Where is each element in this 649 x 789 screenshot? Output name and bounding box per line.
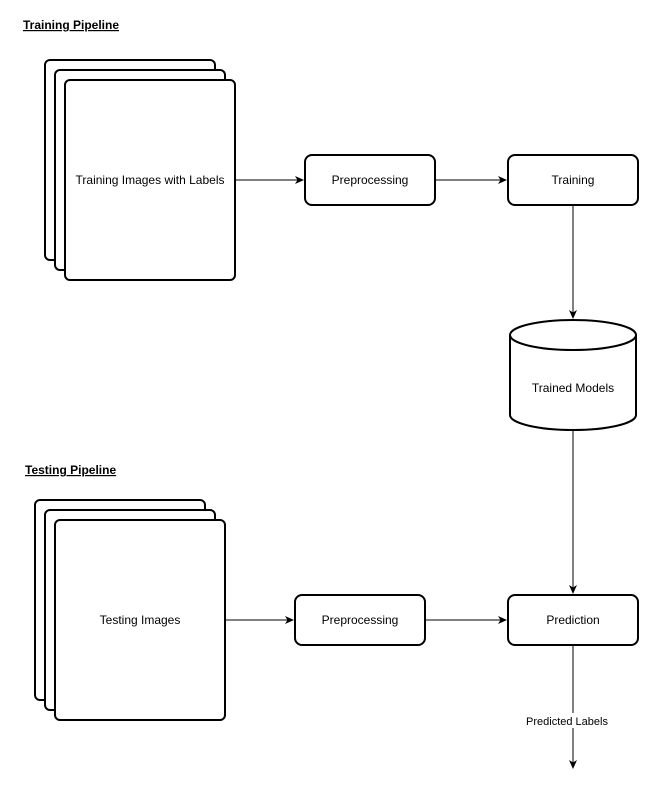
predicted-labels-label: Predicted Labels xyxy=(526,716,608,728)
training-preprocessing-node[interactable]: Preprocessing xyxy=(304,154,436,206)
trained-models-database[interactable]: Trained Models xyxy=(509,319,637,431)
prediction-node[interactable]: Prediction xyxy=(507,594,639,646)
prediction-node-label: Prediction xyxy=(546,613,599,627)
trained-models-label: Trained Models xyxy=(532,381,614,395)
training-pipeline-heading: Training Pipeline xyxy=(23,18,119,32)
training-images-stack[interactable]: Training Images with Labels xyxy=(44,59,236,281)
testing-images-stack[interactable]: Testing Images xyxy=(34,499,226,721)
training-node-label: Training xyxy=(552,173,595,187)
testing-preprocessing-label: Preprocessing xyxy=(322,613,399,627)
testing-preprocessing-node[interactable]: Preprocessing xyxy=(294,594,426,646)
testing-images-label: Testing Images xyxy=(100,613,181,627)
testing-pipeline-heading: Testing Pipeline xyxy=(25,463,116,477)
training-preprocessing-label: Preprocessing xyxy=(332,173,409,187)
training-images-label: Training Images with Labels xyxy=(76,173,225,187)
training-node[interactable]: Training xyxy=(507,154,639,206)
